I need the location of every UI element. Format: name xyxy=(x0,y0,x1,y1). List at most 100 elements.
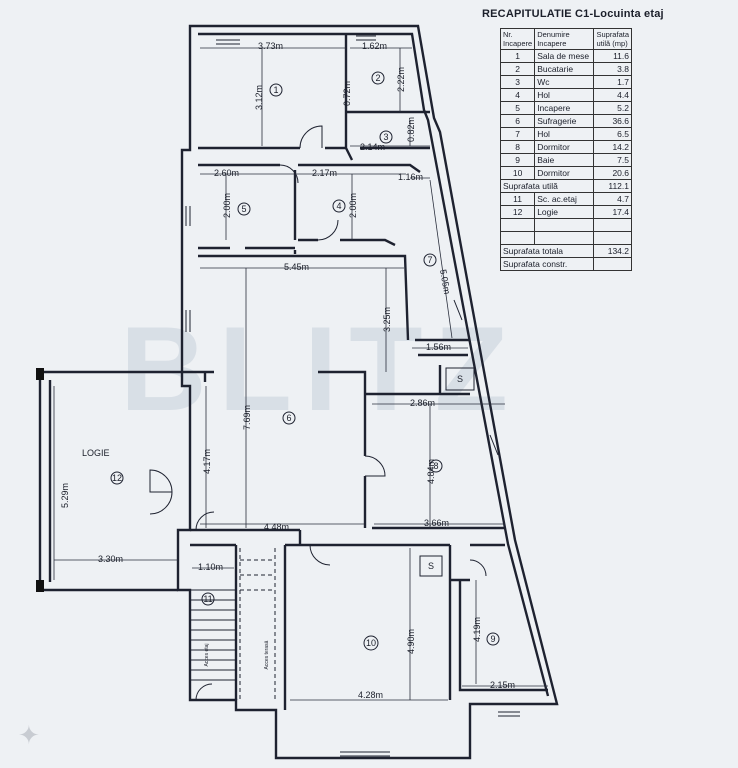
svg-text:S: S xyxy=(428,561,434,571)
recap-cell: Logie xyxy=(534,205,595,219)
dim-r1-w: 3.73m xyxy=(258,41,283,51)
recap-cell: 5 xyxy=(499,101,536,115)
recap-cell xyxy=(499,218,536,232)
recap-cell: 1 xyxy=(499,49,536,63)
room-6-marker: 6 xyxy=(286,413,291,423)
recap-cell: 11 xyxy=(499,192,536,206)
recap-cell: 6.5 xyxy=(593,127,632,141)
room-5-marker: 5 xyxy=(241,204,246,214)
useful-label: Suprafata utilă xyxy=(499,179,595,193)
room-9-marker: 9 xyxy=(490,634,495,644)
recap-built-row: Suprafata constr. xyxy=(499,257,632,271)
room-11-marker: 11 xyxy=(203,594,212,604)
recap-cell: 11.6 xyxy=(593,49,632,63)
dim-r4-h: 2.00m xyxy=(348,193,358,218)
recap-cell: 4.4 xyxy=(593,88,632,102)
recap-cell: Bucatarie xyxy=(534,62,595,76)
recap-title: RECAPITULATIE C1-Locuinta etaj xyxy=(482,8,664,20)
header-area: Suprafata utilă (mp) xyxy=(593,28,632,50)
recap-cell: 4 xyxy=(499,88,536,102)
recap-cell: 20.6 xyxy=(593,166,632,180)
dim-logie-w: 3.30m xyxy=(98,554,123,564)
svg-text:S: S xyxy=(457,374,463,384)
recap-blank-row xyxy=(499,218,632,232)
total-label: Suprafata totala xyxy=(499,244,595,258)
dim-r10-w: 4.28m xyxy=(358,690,383,700)
dim-r8-b: 3.66m xyxy=(424,518,449,528)
dim-r2-w: 1.62m xyxy=(362,41,387,51)
recap-cell xyxy=(593,218,632,232)
dim-logie-h: 5.29m xyxy=(60,483,70,508)
recap-table: Nr. Incapere Denumire Incapere Suprafata… xyxy=(499,28,632,271)
interior-walls xyxy=(190,34,548,710)
recap-cell: Baie xyxy=(534,153,595,167)
dim-r2-b: 0.72m xyxy=(342,81,352,106)
recap-cell xyxy=(534,218,595,232)
dim-r9-h: 4.19m xyxy=(472,617,482,642)
recap-cell: Wc xyxy=(534,75,595,89)
recap-cell: Sala de mese xyxy=(534,49,595,63)
recap-blank-row xyxy=(499,231,632,245)
room-7-marker: 7 xyxy=(427,255,432,265)
recap-cell: 6 xyxy=(499,114,536,128)
recap-cell xyxy=(593,231,632,245)
stair-label-2: Acces terasă xyxy=(264,640,270,669)
dim-r7-w: 1.16m xyxy=(398,172,423,182)
sparkle-icon: ✦ xyxy=(18,720,40,750)
recap-cell: 12 xyxy=(499,205,536,219)
room-2-marker: 2 xyxy=(375,73,380,83)
watermark: BLITZ xyxy=(120,302,520,436)
recap-cell: 17.4 xyxy=(593,205,632,219)
recap-cell: Hol xyxy=(534,127,595,141)
dim-r5-w: 2.60m xyxy=(214,168,239,178)
room-10-marker: 10 xyxy=(366,638,376,648)
recap-cell: Incapere xyxy=(534,101,595,115)
recap-cell: Hol xyxy=(534,88,595,102)
dim-r1-h: 3.12m xyxy=(254,85,264,110)
recap-cell: 5.2 xyxy=(593,101,632,115)
header-name: Denumire Incapere xyxy=(534,28,595,50)
recap-cell: 36.6 xyxy=(593,114,632,128)
room-3-marker: 3 xyxy=(383,132,388,142)
room-1-marker: 1 xyxy=(273,85,278,95)
dim-r3-h: 0.82m xyxy=(406,117,416,142)
room-8-marker: 8 xyxy=(433,461,438,471)
logie-label: LOGIE xyxy=(82,448,110,458)
stairs: Acces etaj Acces terasă xyxy=(190,548,276,700)
built-label: Suprafata constr. xyxy=(499,257,595,271)
dim-r7-h: 5.05m xyxy=(438,269,452,295)
recap-cell: 14.2 xyxy=(593,140,632,154)
dim-r10-h: 4.90m xyxy=(406,629,416,654)
recap-cell: 7 xyxy=(499,127,536,141)
dim-r2-h: 2.22m xyxy=(396,67,406,92)
dim-r5-h: 2.00m xyxy=(222,193,232,218)
dim-r8-h: 4.84m xyxy=(426,459,436,484)
recap-cell: 7.5 xyxy=(593,153,632,167)
recap-cell: 3 xyxy=(499,75,536,89)
dimension-labels: 3.73m 3.12m 1.62m 2.22m 0.72m 2.14m 0.82… xyxy=(60,41,515,700)
windows xyxy=(185,35,520,757)
recap-cell: 3.8 xyxy=(593,62,632,76)
outer-walls xyxy=(36,24,559,760)
dim-r6-h2: 7.69m xyxy=(242,405,252,430)
dim-r11-w: 1.10m xyxy=(198,562,223,572)
header-nr: Nr. Incapere xyxy=(499,28,536,50)
shafts: S S xyxy=(419,367,475,577)
dim-r4-w: 2.17m xyxy=(312,168,337,178)
room-4-marker: 4 xyxy=(336,201,341,211)
dim-r6-w: 5.45m xyxy=(284,262,309,272)
total-value: 134.2 xyxy=(593,244,632,258)
